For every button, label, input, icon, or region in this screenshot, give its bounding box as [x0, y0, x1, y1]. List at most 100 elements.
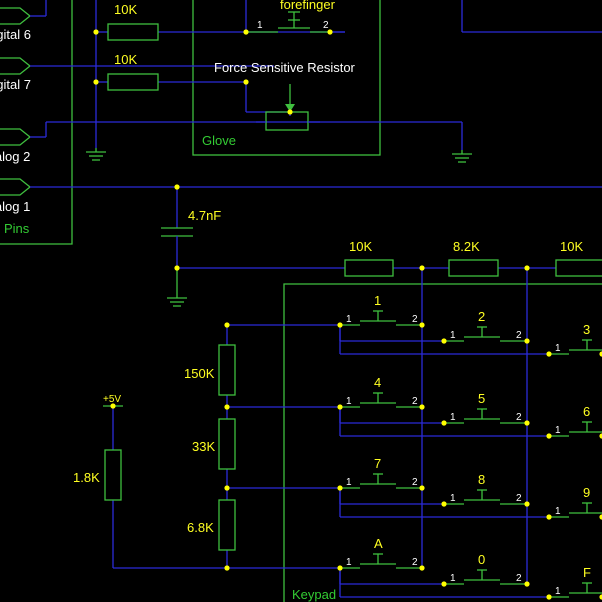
- key-label: 7: [374, 456, 381, 471]
- key-pin-1: 1: [555, 586, 561, 597]
- key-pin-2: 2: [516, 412, 522, 423]
- resistor-ladder-top-3-value: 10K: [560, 239, 583, 254]
- key-switch: 1 2 1: [340, 293, 422, 326]
- resistor-ladder-left-3-value: 6.8K: [187, 520, 214, 535]
- key-pin-1: 1: [450, 493, 456, 504]
- key-pin-1: 1: [346, 314, 352, 325]
- resistor-ladder-left-2: [218, 418, 236, 470]
- junction-dot: [224, 404, 230, 410]
- junction-dot: [419, 485, 425, 491]
- junction-dot: [546, 351, 552, 357]
- key-switch: 1 2 3: [339, 322, 602, 355]
- key-pin-1: 1: [450, 330, 456, 341]
- resistor-ladder-left-2-value: 33K: [192, 439, 215, 454]
- key-label: 8: [478, 472, 485, 487]
- junction-dot: [599, 594, 602, 600]
- junction-dot: [419, 322, 425, 328]
- key-pin-1: 1: [450, 412, 456, 423]
- key-label: 4: [374, 375, 381, 390]
- key-label: A: [374, 536, 383, 551]
- keypad-keys: 12112212312412512612712812912A12012F: [339, 293, 602, 598]
- power-label: +5V: [103, 394, 121, 405]
- resistor-ladder-top-2-value: 8.2K: [453, 239, 480, 254]
- junction-dot: [419, 565, 425, 571]
- junction-dot: [337, 404, 343, 410]
- fsr-label: Force Sensitive Resistor: [214, 60, 356, 75]
- key-pin-1: 1: [346, 396, 352, 407]
- key-pin-1: 1: [555, 343, 561, 354]
- junction-dot: [327, 29, 333, 35]
- key-pin-2: 2: [412, 557, 418, 568]
- key-label: 1: [374, 293, 381, 308]
- junction-dot: [441, 581, 447, 587]
- key-label: 2: [478, 309, 485, 324]
- key-label: 9: [583, 485, 590, 500]
- pins-box: [0, 0, 73, 245]
- key-switch: 12F: [339, 565, 602, 598]
- force-sensitive-resistor: [265, 111, 309, 131]
- junction-dot: [419, 404, 425, 410]
- junction-dot: [224, 485, 230, 491]
- key-pin-1: 1: [555, 506, 561, 517]
- junction-dot: [93, 29, 99, 35]
- junction-dot: [224, 322, 230, 328]
- junction-dot: [174, 265, 180, 271]
- junction-dot: [110, 403, 116, 409]
- input-wiring: [30, 0, 602, 188]
- junction-dot: [524, 581, 530, 587]
- junction-dot: [441, 501, 447, 507]
- junction-dot: [546, 514, 552, 520]
- resistor-ladder-left-3: [218, 499, 236, 551]
- key-switch: 1 2 A: [340, 536, 422, 569]
- forefinger-switch: [246, 11, 330, 33]
- junction-dots: [93, 29, 602, 600]
- junction-dot: [599, 351, 602, 357]
- junction-dot: [599, 433, 602, 439]
- ladder-left-wiring: [112, 324, 340, 570]
- resistor-ladder-top-1: [344, 259, 394, 277]
- glove-box: [192, 0, 381, 156]
- ground-symbols: [86, 148, 472, 307]
- junction-dot: [524, 501, 530, 507]
- junction-dot: [524, 338, 530, 344]
- forefinger-pin-1: 1: [257, 20, 263, 31]
- key-pin-1: 1: [346, 477, 352, 488]
- key-pin-2: 2: [516, 493, 522, 504]
- resistor-pullup-value: 1.8K: [73, 470, 100, 485]
- key-pin-2: 2: [412, 314, 418, 325]
- column-wiring: [421, 268, 528, 584]
- key-pin-2: 2: [516, 330, 522, 341]
- key-pin-1: 1: [450, 573, 456, 584]
- junction-dot: [174, 184, 180, 190]
- junction-dot: [524, 265, 530, 271]
- key-label: 3: [583, 322, 590, 337]
- junction-dot: [243, 29, 249, 35]
- keypad-box-label: Keypad: [292, 587, 336, 602]
- forefinger-pin-2: 2: [323, 20, 329, 31]
- junction-dot: [224, 565, 230, 571]
- junction-dot: [287, 109, 293, 115]
- key-switch: 1 2 2: [339, 309, 527, 342]
- resistor-digital-7: [107, 73, 159, 91]
- junction-dot: [337, 322, 343, 328]
- junction-dot: [441, 420, 447, 426]
- resistor-ladder-left-1-value: 150K: [184, 366, 215, 381]
- keypad-box: [283, 283, 602, 602]
- port-label-digital-6: Digital 6: [0, 27, 31, 42]
- junction-dot: [599, 514, 602, 520]
- key-pin-1: 1: [346, 557, 352, 568]
- junction-dot: [441, 338, 447, 344]
- resistor-pullup: [104, 449, 122, 501]
- forefinger-label: forefinger: [280, 0, 336, 12]
- key-switch: 1 2 8: [339, 472, 527, 505]
- junction-dot: [337, 565, 343, 571]
- resistor-ladder-top-1-value: 10K: [349, 239, 372, 254]
- junction-dot: [419, 265, 425, 271]
- key-pin-2: 2: [516, 573, 522, 584]
- resistor-ladder-left-1: [218, 344, 236, 396]
- glove-box-label: Glove: [202, 133, 236, 148]
